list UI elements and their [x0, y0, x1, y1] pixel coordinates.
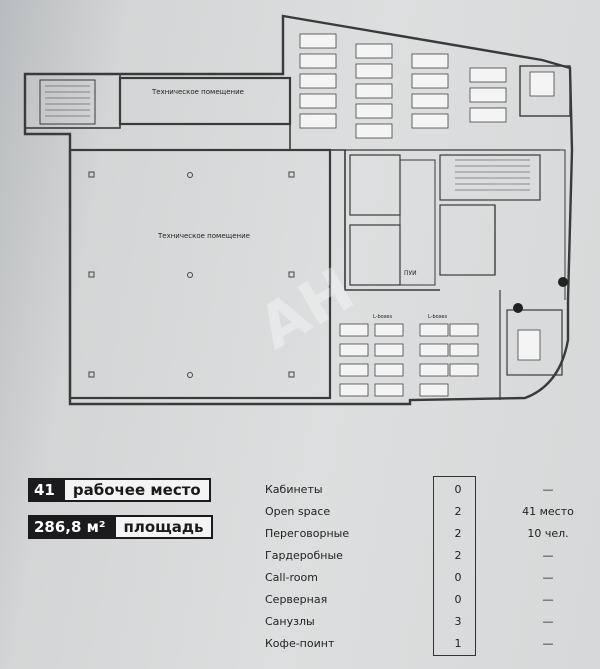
room-name: Кабинеты: [265, 482, 323, 496]
lockers-a-label: L-boxes: [373, 314, 393, 320]
room-count: 2: [454, 504, 462, 518]
workplaces-number: 41: [28, 478, 63, 502]
room-extra: 41 место: [522, 504, 574, 518]
room-extra: —: [542, 592, 554, 606]
workplaces-label: рабочее место: [62, 478, 211, 502]
area-number: 286,8 м²: [28, 515, 114, 539]
room-count: 2: [454, 526, 462, 540]
room-count: 1: [454, 636, 462, 650]
room-count: 0: [454, 482, 462, 496]
room-extra: —: [542, 636, 554, 650]
area-summary: 286,8 м² площадь: [28, 515, 214, 539]
room-extra: —: [542, 570, 554, 584]
tech-room-large-label: Техническое помещение: [158, 232, 250, 240]
room-count: 2: [454, 548, 462, 562]
room-count: 0: [454, 570, 462, 584]
lockers-b-label: L-boxes: [428, 314, 448, 320]
room-extra: —: [542, 548, 554, 562]
room-name: Переговорные: [265, 526, 350, 540]
locker-room-label: ПУИ: [404, 270, 417, 277]
room-name: Кофе-поинт: [265, 636, 335, 650]
room-count: 0: [454, 592, 462, 606]
room-extra: —: [542, 614, 554, 628]
room-count: 3: [454, 614, 462, 628]
room-name: Санузлы: [265, 614, 315, 628]
room-name: Open space: [265, 504, 331, 518]
room-extra: 10 чел.: [527, 526, 569, 540]
room-name: Call-room: [265, 570, 318, 584]
tech-room-small-label: Техническое помещение: [152, 88, 244, 96]
room-name: Гардеробные: [265, 548, 343, 562]
area-label: площадь: [113, 515, 214, 539]
count-column-frame: [433, 476, 476, 656]
room-name: Серверная: [265, 592, 328, 606]
workplaces-summary: 41 рабочее место: [28, 478, 211, 502]
room-extra: —: [542, 482, 554, 496]
floor-plan-drawing: AH: [23, 14, 574, 406]
